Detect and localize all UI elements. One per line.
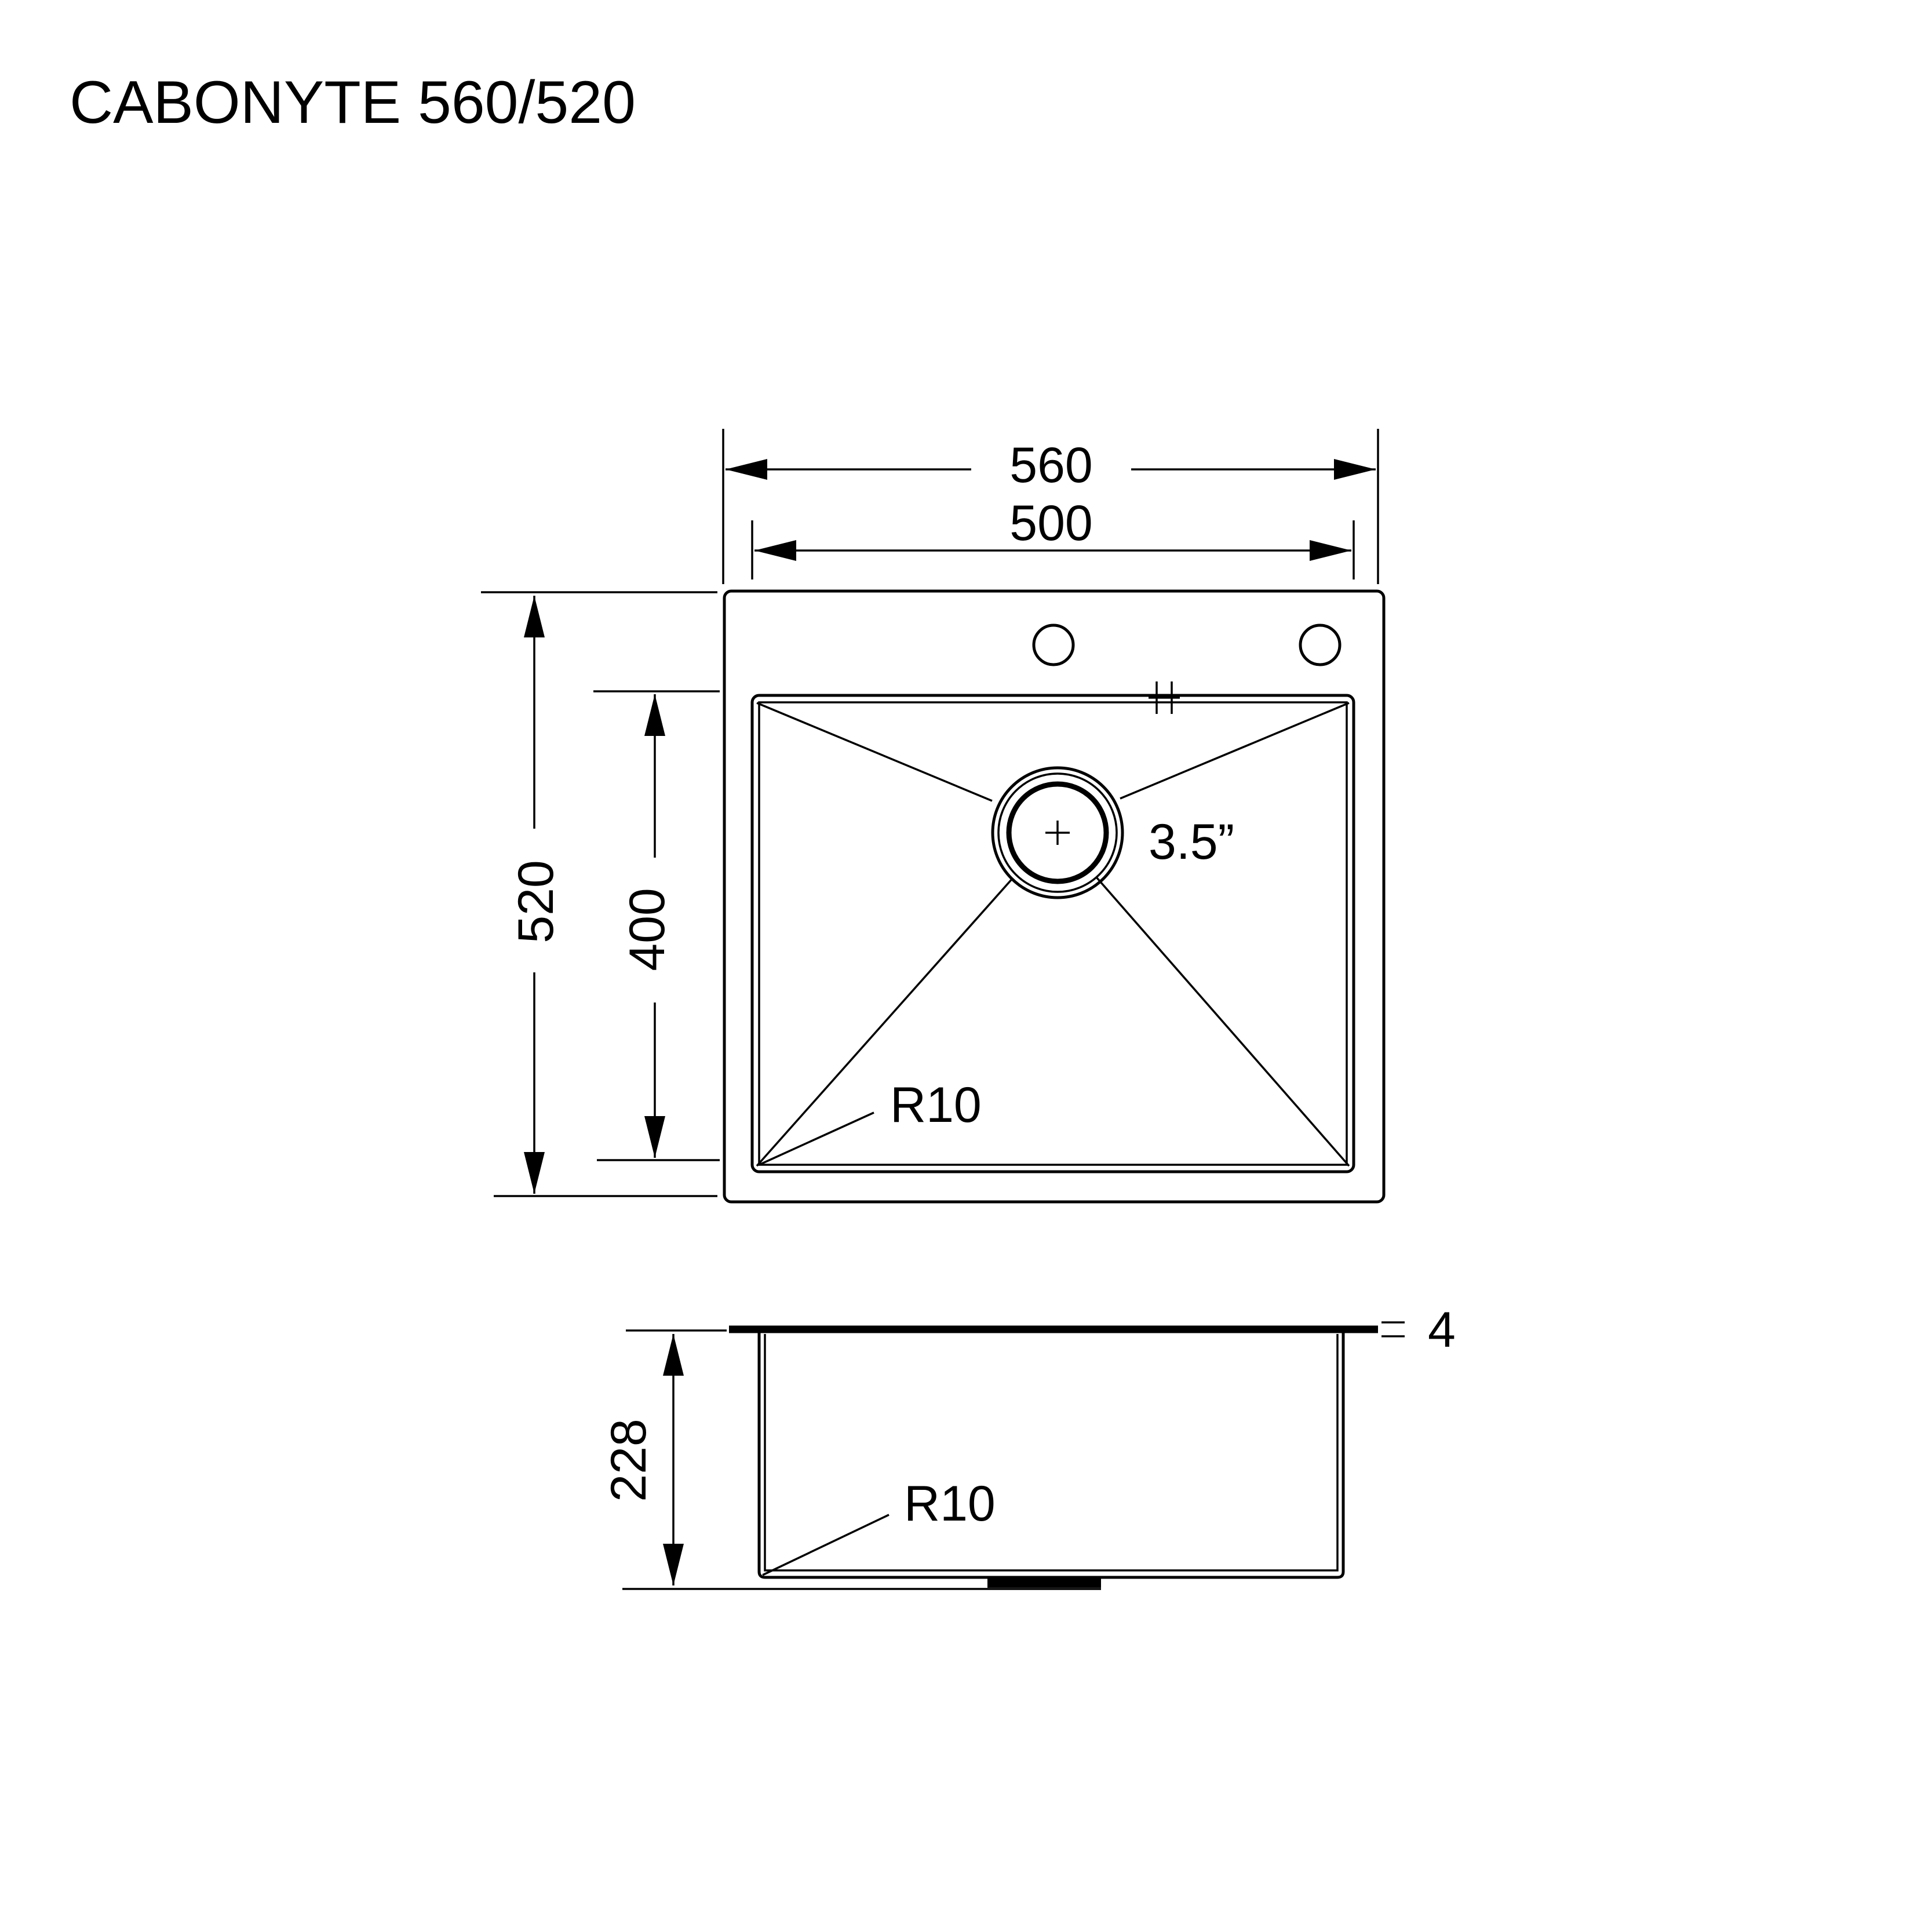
drain-size-label: 3.5” <box>1149 814 1234 870</box>
deck-thickness-label: 4 <box>1428 1302 1456 1358</box>
bowl-outline <box>750 694 1355 1173</box>
top-view: 3.5” R10 560 500 520 400 <box>481 429 1386 1204</box>
drain-icon <box>991 766 1124 899</box>
deck-outline <box>723 589 1386 1204</box>
drawing-title: CABONYTE 560/520 <box>70 69 636 136</box>
overall-width-label: 560 <box>1009 438 1093 493</box>
bowl-section <box>757 1333 1345 1579</box>
side-corner-radius-label: R10 <box>904 1476 996 1532</box>
bowl-height-label: 228 <box>601 1419 657 1502</box>
radius-leader <box>762 1514 890 1576</box>
bowl-width-label: 500 <box>1009 495 1093 551</box>
tap-hole <box>1299 624 1342 666</box>
side-view: 228 R10 4 <box>601 1302 1456 1590</box>
bowl-inner-outline <box>758 701 1348 1166</box>
overflow-marker <box>1149 681 1180 714</box>
overall-depth-label: 520 <box>508 860 564 943</box>
bowl-slope-lines <box>756 702 1350 1167</box>
radius-leader <box>759 1111 874 1166</box>
corner-radius-label: R10 <box>890 1077 982 1133</box>
tap-hole <box>1032 624 1075 666</box>
bowl-depth-label: 400 <box>619 888 675 971</box>
bowl-section-inner <box>764 1334 1339 1572</box>
